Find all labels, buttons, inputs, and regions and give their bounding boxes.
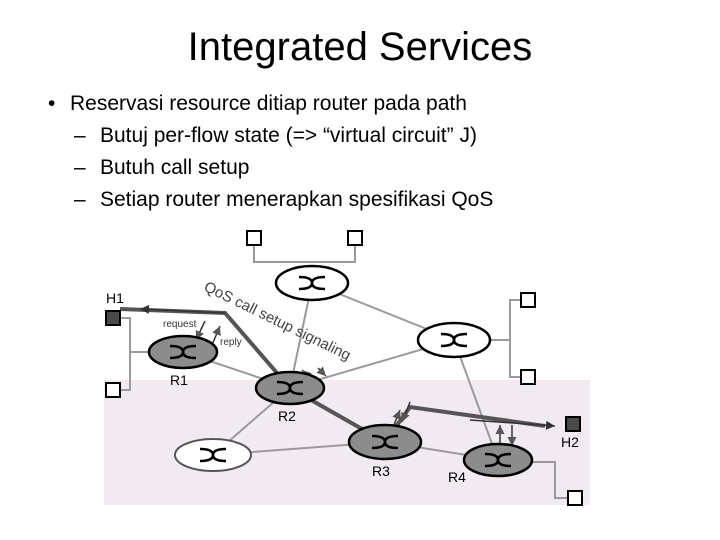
host-h2	[565, 416, 581, 432]
router-r3	[347, 423, 423, 461]
subbullet-text: Setiap router menerapkan spesifikasi QoS	[100, 188, 494, 211]
signal-arrows	[139, 304, 556, 446]
slide-title: Integrated Services	[187, 25, 533, 69]
host-top-left	[246, 230, 262, 246]
router-r1	[147, 334, 219, 370]
host-left-bottom	[105, 382, 121, 398]
subbullet-text: Butuj per-flow state (=> “virtual circui…	[100, 124, 477, 147]
router-bottom-left	[174, 438, 252, 472]
subbullet-text: Butuh call setup	[100, 156, 250, 179]
host-top-right	[347, 230, 363, 246]
host-right-mid	[520, 369, 536, 385]
router-r2	[254, 370, 326, 406]
host-bottom-right	[567, 490, 583, 506]
router-r4	[462, 442, 534, 478]
host-h1	[105, 310, 121, 326]
reply-label: reply	[220, 337, 242, 348]
bullet-text: Reservasi resource ditiap router pada pa…	[70, 92, 467, 115]
shaded-region	[104, 380, 590, 505]
h2-label: H2	[561, 434, 579, 450]
bullet-dot: •	[48, 92, 56, 115]
r3-label: R3	[372, 463, 390, 479]
host-right-top	[520, 292, 536, 308]
request-label: request	[163, 319, 197, 330]
dash-mark: –	[74, 156, 86, 179]
r2-label: R2	[278, 408, 296, 424]
r4-label: R4	[448, 469, 466, 485]
r1-label: R1	[170, 372, 188, 388]
dash-mark: –	[74, 124, 86, 147]
router-top	[274, 264, 350, 302]
router-right	[416, 321, 492, 359]
h1-label: H1	[106, 290, 124, 306]
dash-mark: –	[74, 188, 86, 211]
